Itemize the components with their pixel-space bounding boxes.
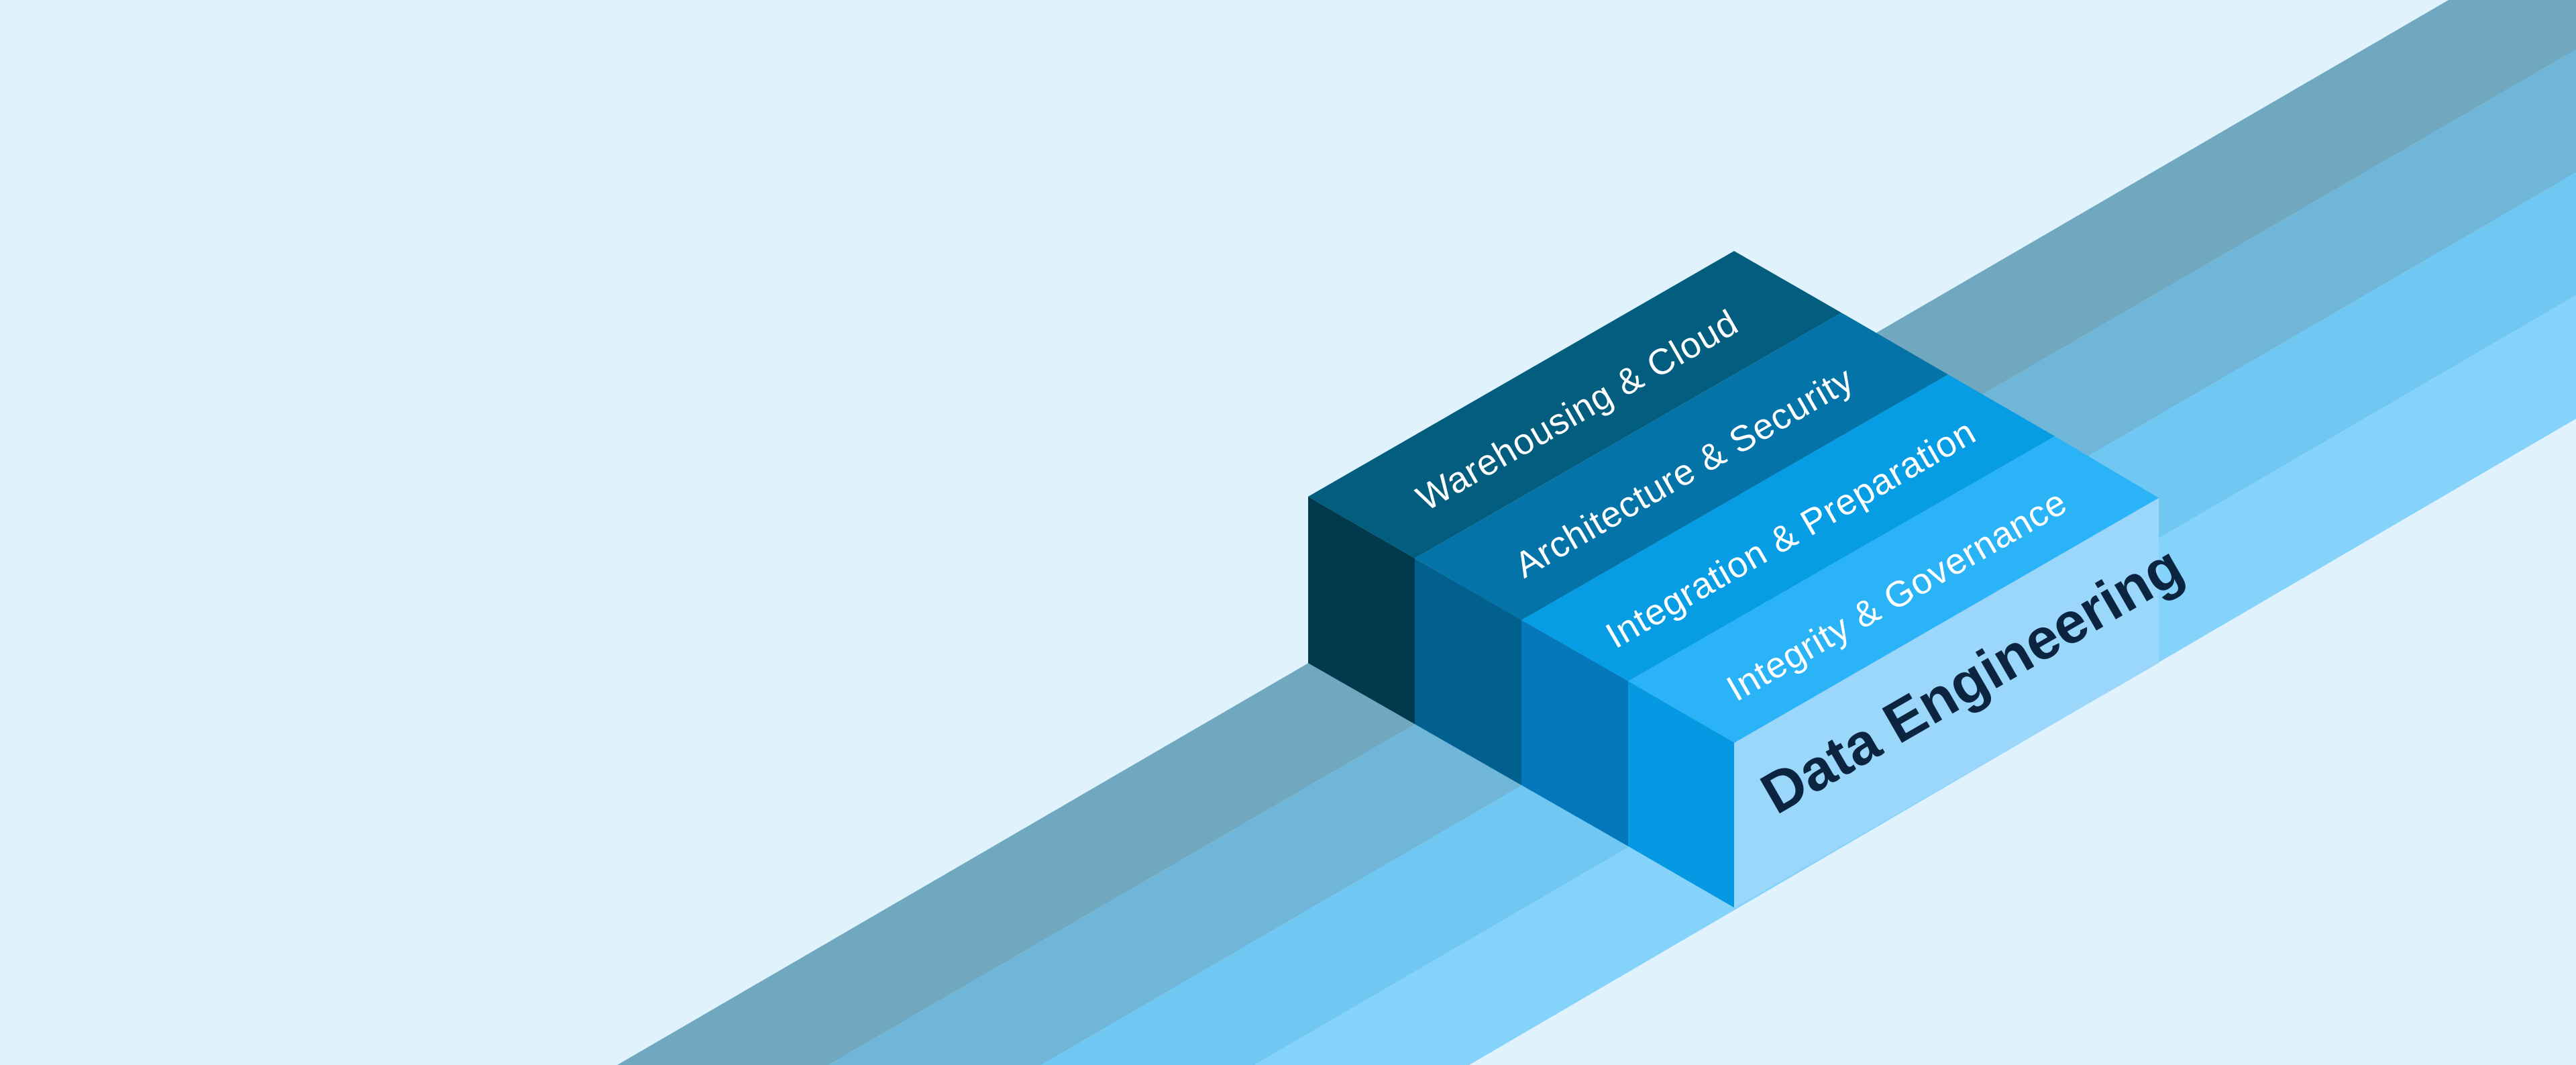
layer-side-1 [1308, 497, 1415, 724]
front-face [1734, 498, 2159, 908]
layer-top-2 [1415, 313, 1948, 620]
layer-top-1 [1308, 251, 1841, 558]
layer-top-3 [1521, 374, 2055, 681]
block-tops [1308, 251, 2159, 743]
layer-side-2 [1415, 558, 1521, 785]
layer-side-3 [1521, 620, 1628, 846]
layer-side-4 [1628, 681, 1735, 908]
block-sides [1308, 497, 1735, 908]
layer-top-4 [1628, 436, 2159, 743]
